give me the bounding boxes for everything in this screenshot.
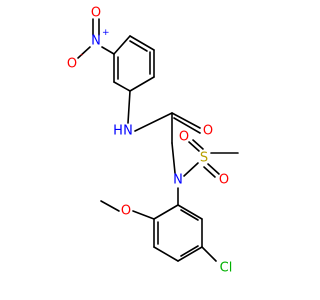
- bonds: [77, 18, 239, 262]
- carbonyl-oxygen: O: [203, 124, 213, 139]
- methoxy-methyl-bond: [100, 200, 120, 212]
- nitro-nitrogen-charge: +: [102, 28, 110, 38]
- chlorine-atom: Cl: [220, 261, 233, 276]
- sulfur-atom: S: [200, 151, 208, 166]
- s-o2-bond-b: [203, 166, 216, 178]
- ring2-inner-3: [180, 209, 199, 221]
- nitro-ring-bond: [101, 46, 115, 55]
- nitro-oxygen-double: O: [91, 6, 101, 21]
- methoxy-oxygen: O: [121, 204, 131, 219]
- s-o2-bond-a: [207, 163, 220, 175]
- sulfonamide-nitrogen: N: [173, 173, 183, 188]
- sulfonyl-oxygen-1: O: [179, 130, 189, 145]
- ring1-bond-3: [129, 76, 155, 92]
- nitro-oxygen-minus: O: [67, 57, 77, 72]
- ring2-inner-2: [180, 245, 199, 257]
- ring1-bond-2: [113, 81, 131, 92]
- n-s-bond: [183, 162, 199, 177]
- ring1-bond-5: [129, 35, 155, 51]
- ring2-bond-4: [177, 246, 203, 262]
- ring1-bond-6: [113, 35, 131, 55]
- amide-hydrogen: H: [113, 124, 123, 139]
- amide-carbon-bond: [134, 112, 173, 132]
- ring2-bond-3: [153, 246, 179, 262]
- s-o1-bond-b: [192, 139, 204, 150]
- sulfonyl-oxygen-2: O: [219, 173, 229, 188]
- ring2-methoxy-bond: [132, 210, 155, 220]
- ring2-bond-6: [177, 204, 203, 220]
- carbonyl-bond-a: [171, 112, 201, 129]
- ch2-n-bond: [171, 142, 176, 174]
- molecule-structure: O - N + O N H O N S O O O Cl: [67, 6, 239, 276]
- ring2-bond-1: [153, 204, 179, 220]
- nitro-nitrogen: N: [91, 34, 101, 49]
- nitro-oxygen-minus-charge: -: [80, 50, 83, 60]
- nitro-o-minus-bond: [77, 46, 91, 59]
- carbonyl-bond-b: [173, 117, 201, 134]
- ring1-amide-bond: [127, 90, 131, 124]
- ring2-chloro-bond: [201, 246, 217, 262]
- ring1-inner-3: [129, 40, 148, 52]
- s-o1-bond-a: [188, 141, 200, 152]
- amide-nitrogen: N: [123, 124, 133, 139]
